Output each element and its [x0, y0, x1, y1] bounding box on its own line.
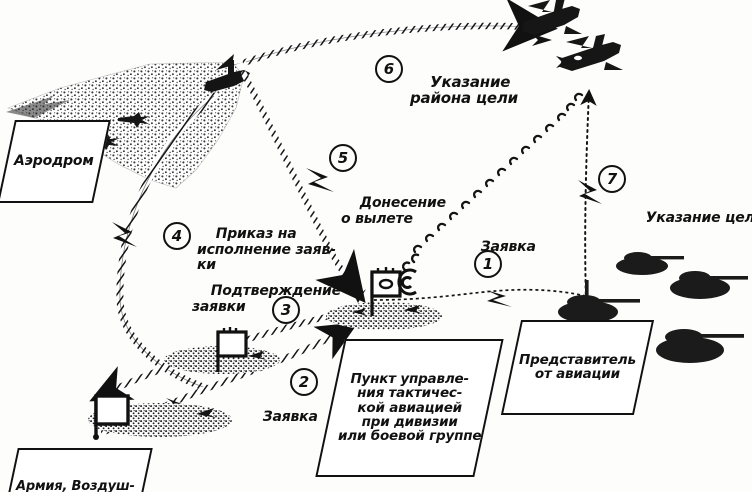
- step-marker-2-number: 2: [298, 373, 310, 391]
- step-caption-6-text: Указание района цели: [410, 72, 518, 107]
- step-marker-4-number: 4: [171, 227, 183, 245]
- jet-aircraft-2: [560, 34, 623, 71]
- label-control-point-text: Пункт управле- ния тактичес- кой авиацие…: [338, 370, 482, 444]
- terrain-blobs: [88, 302, 442, 437]
- step-marker-3: 3: [272, 296, 300, 324]
- step-caption-5-text: Донесение о вылете: [341, 195, 446, 227]
- step-caption-2-text: Заявка: [262, 409, 318, 426]
- link-hooked-diagonal: [412, 92, 584, 254]
- step-caption-6: Указание района цели: [410, 57, 518, 123]
- link-request-1: [373, 288, 587, 301]
- arrowhead-jet-trail-2: [556, 56, 576, 68]
- step-marker-2: 2: [290, 368, 318, 396]
- tank-2: [670, 271, 748, 299]
- jet-aircraft-1: [522, 0, 582, 35]
- step-caption-3-text: Подтверждение заявки: [192, 283, 341, 315]
- step-caption-2: Заявка: [244, 395, 318, 441]
- step-caption-4-text: Приказ на исполнение заяв- ки: [197, 226, 336, 274]
- step-caption-5: Донесение о вылете: [341, 181, 446, 243]
- link-sortie-report-curve: [241, 71, 366, 304]
- takeoff-aircraft-symbol: [204, 54, 250, 92]
- tank-1: [616, 252, 684, 275]
- command-post-flag-army: [93, 391, 130, 440]
- tank-4: [656, 329, 744, 363]
- tank-3-aviation-rep-post: [558, 280, 640, 323]
- radio-link-lightning-icon-1: [486, 290, 512, 307]
- step-caption-4: Приказ на исполнение заяв- ки: [197, 212, 336, 289]
- step-caption-7-text: Указание цели: [645, 210, 752, 227]
- step-marker-7: 7: [598, 165, 626, 193]
- step-caption-3: Подтверждение заявки: [192, 269, 341, 331]
- step-marker-5: 5: [329, 144, 357, 172]
- radio-link-lightning-icon-5: [306, 168, 334, 192]
- step-marker-1: 1: [474, 250, 502, 278]
- arrowhead-into-control-point: [351, 280, 366, 303]
- step-marker-7-number: 7: [606, 170, 618, 188]
- label-army-airforce: Армия, Воздуш- ный флот: [0, 448, 153, 492]
- radio-link-lightning-icon-4: [112, 222, 137, 247]
- arrowhead-jet-trail-1: [532, 34, 552, 46]
- step-marker-3-number: 3: [280, 301, 292, 319]
- step-marker-6: 6: [375, 55, 403, 83]
- step-caption-1-text: Заявка: [480, 239, 536, 256]
- step-caption-7: Указание цели: [627, 196, 752, 242]
- label-airfield-text: Аэродром: [14, 152, 94, 169]
- command-post-flag-control-point: [370, 267, 402, 316]
- step-marker-6-number: 6: [383, 60, 395, 78]
- step-marker-1-number: 1: [482, 255, 494, 273]
- step-marker-5-number: 5: [337, 149, 349, 167]
- radio-arc-hooks: [401, 253, 420, 272]
- label-aviation-representative-text: Представитель от авиации: [519, 351, 636, 382]
- radio-antenna-arc-icon: [397, 268, 417, 296]
- label-army-airforce-text: Армия, Воздуш- ный флот: [16, 478, 135, 492]
- link-target-designation-vertical: [578, 89, 602, 301]
- label-control-point: Пункт управле- ния тактичес- кой авиацие…: [315, 339, 504, 477]
- command-post-flag-mid: [216, 327, 248, 372]
- step-caption-1: Заявка: [462, 225, 536, 271]
- step-marker-4: 4: [163, 222, 191, 250]
- label-airfield: Аэродром: [0, 120, 111, 204]
- label-aviation-representative: Представитель от авиации: [500, 320, 654, 415]
